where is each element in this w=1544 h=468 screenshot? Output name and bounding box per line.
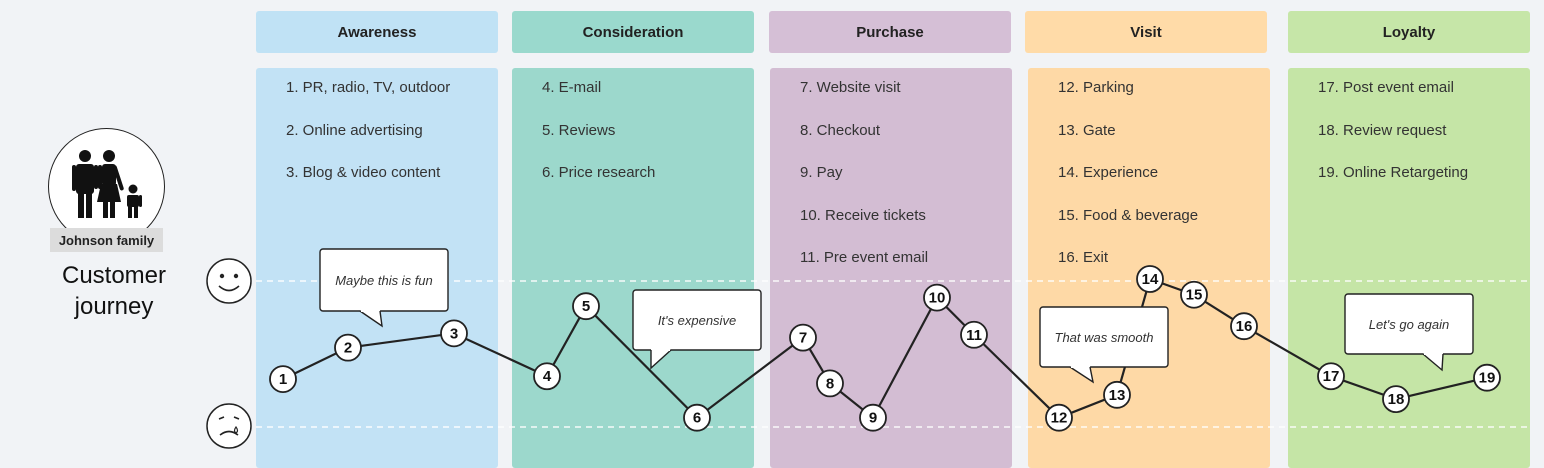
sad-face-icon [206, 403, 252, 449]
journey-node-label: 5 [582, 298, 590, 315]
stage-header-visit: Visit [1025, 11, 1267, 53]
journey-node-6: 6 [683, 403, 711, 432]
journey-node-label: 8 [826, 375, 834, 392]
stage-header-awareness: Awareness [256, 11, 498, 53]
touchpoint-item: 10. Receive tickets [800, 206, 926, 224]
journey-node-label: 3 [450, 325, 458, 342]
touchpoint-item: 9. Pay [800, 164, 843, 182]
journey-node-label: 19 [1479, 370, 1496, 387]
smiley-face-icon [206, 258, 252, 304]
journey-node-label: 1 [279, 371, 287, 388]
journey-node-label: 15 [1186, 287, 1203, 304]
touchpoint-item: 8. Checkout [800, 121, 881, 139]
comment-bubble: Maybe this is fun [319, 248, 449, 328]
touchpoint-item: 17. Post event email [1318, 79, 1454, 96]
journey-node-17: 17 [1317, 362, 1345, 391]
journey-node-19: 19 [1473, 363, 1501, 392]
touchpoint-item: 18. Review request [1318, 121, 1447, 139]
journey-node-label: 13 [1109, 387, 1126, 404]
journey-node-14: 14 [1136, 265, 1164, 293]
journey-node-2: 2 [334, 333, 362, 362]
touchpoint-item: 3. Blog & video content [286, 164, 441, 182]
comment-bubble: That was smooth [1039, 306, 1169, 384]
journey-node-1: 1 [269, 365, 297, 394]
journey-node-label: 18 [1388, 391, 1405, 408]
stage-column-purchase: 7. Website visit 8. Checkout 9. Pay 10. … [770, 68, 1012, 468]
touchpoint-item: 2. Online advertising [286, 121, 423, 139]
journey-node-18: 18 [1382, 385, 1410, 414]
journey-node-label: 11 [966, 327, 982, 344]
comment-bubble: Let's go again [1344, 293, 1474, 372]
journey-node-label: 12 [1051, 410, 1068, 427]
journey-node-label: 17 [1323, 368, 1340, 385]
persona-name-tag: Johnson family [50, 228, 163, 252]
journey-node-label: 10 [929, 290, 946, 307]
comment-text: Maybe this is fun [335, 273, 433, 288]
journey-node-label: 2 [344, 340, 352, 357]
journey-node-9: 9 [859, 403, 887, 432]
journey-node-10: 10 [923, 283, 951, 312]
touchpoint-item: 7. Website visit [800, 79, 901, 96]
journey-node-label: 16 [1236, 318, 1253, 335]
journey-path [282, 277, 1488, 420]
comment-text: Let's go again [1369, 317, 1450, 332]
journey-node-5: 5 [572, 292, 600, 321]
touchpoint-item: 6. Price research [542, 164, 656, 182]
journey-node-3: 3 [440, 319, 468, 348]
touchpoint-item: 14. Experience [1058, 164, 1159, 182]
comment-text: It's expensive [658, 313, 736, 328]
persona-avatar [48, 128, 165, 245]
stage-header-purchase: Purchase [769, 11, 1011, 53]
stage-header-consideration: Consideration [512, 11, 754, 53]
stage-column-consideration: 4. E-mail 5. Reviews 6. Price research [512, 68, 754, 468]
touchpoint-item: 4. E-mail [542, 79, 602, 96]
journey-title: Customer journey [61, 262, 167, 320]
journey-node-15: 15 [1180, 280, 1208, 309]
journey-node-13: 13 [1103, 380, 1131, 409]
family-icon [72, 150, 142, 218]
journey-node-label: 9 [869, 410, 877, 427]
comment-text: That was smooth [1055, 330, 1154, 345]
touchpoint-item: 11. Pre event email [800, 249, 929, 267]
touchpoint-item: 16. Exit [1058, 249, 1109, 267]
touchpoint-item: 15. Food & beverage [1058, 206, 1199, 224]
journey-node-4: 4 [533, 362, 561, 391]
touchpoint-item: 1. PR, radio, TV, outdoor [286, 79, 451, 96]
journey-node-label: 14 [1142, 271, 1159, 288]
touchpoint-item: 19. Online Retargeting [1318, 164, 1469, 182]
journey-node-label: 4 [543, 368, 552, 385]
touchpoint-item: 13. Gate [1058, 121, 1116, 139]
journey-node-8: 8 [816, 369, 844, 398]
stage-header-loyalty: Loyalty [1288, 11, 1530, 53]
journey-node-11: 11 [960, 320, 988, 349]
touchpoint-item: 5. Reviews [542, 121, 616, 139]
touchpoint-item: 12. Parking [1058, 79, 1134, 96]
journey-node-12: 12 [1045, 403, 1073, 432]
journey-node-16: 16 [1230, 312, 1258, 341]
journey-node-label: 7 [799, 330, 807, 347]
journey-node-label: 6 [693, 410, 701, 427]
comment-bubble: It's expensive [632, 289, 762, 370]
journey-node-7: 7 [789, 323, 817, 352]
